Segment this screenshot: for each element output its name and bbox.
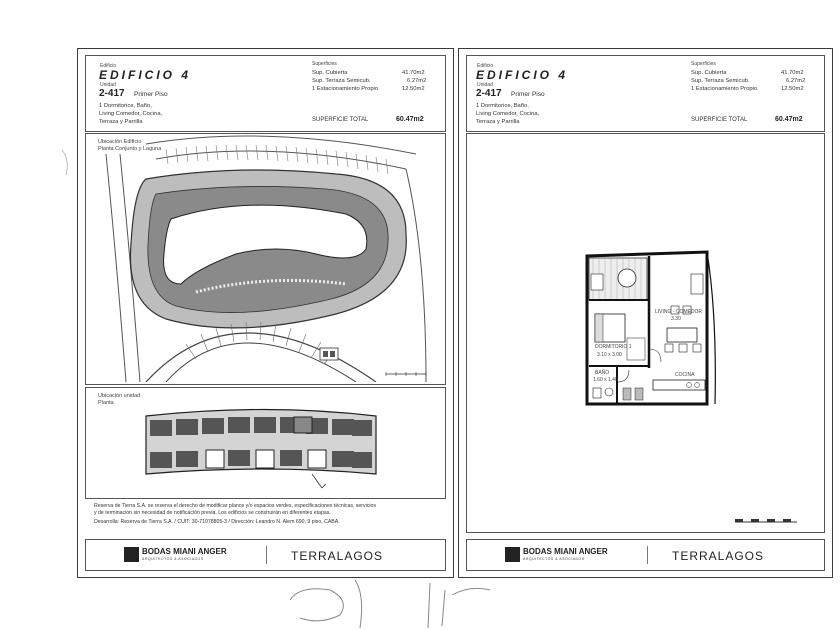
firm-logo xyxy=(124,547,139,562)
developer-info: Desarrolla: Reserva de Tierra S.A. / CUI… xyxy=(94,519,340,525)
superficies-label: Superficies xyxy=(312,61,337,67)
unit-description: 1 Dormitorios, Baño, Living Comedor, Coc… xyxy=(476,102,539,126)
total-label: SUPERFICIE TOTAL xyxy=(691,117,748,123)
site-plan-box: Ubicación Edificio Planta Conjunto y Lag… xyxy=(85,133,446,385)
unit-description: 1 Dormitorios, Baño, Living Comedor, Coc… xyxy=(99,102,162,126)
area-label: 1 Estacionamiento Propio xyxy=(691,86,758,92)
legal-line: Reserva de Tierra S.A. se reserva el der… xyxy=(94,503,376,509)
area-label: Sup. Terraza Semicub. xyxy=(312,78,371,84)
total-value: 60.47m2 xyxy=(775,116,803,123)
legal-notice: Reserva de Tierra S.A. se reserva el der… xyxy=(94,503,444,516)
room-bano-label: BAÑO xyxy=(595,370,610,376)
area-label: Sup. Cubierta xyxy=(312,70,348,76)
room-cocina-label: COCINA xyxy=(675,372,695,378)
unidad-label: Unidad xyxy=(477,82,493,88)
edificio-label: Edificio xyxy=(477,63,494,69)
superficies-label: Superficies xyxy=(691,61,716,67)
area-label: 1 Estacionamiento Propio xyxy=(312,86,379,92)
unidad-label: Unidad xyxy=(100,82,116,88)
area-label: Sup. Terraza Semicub. xyxy=(691,78,750,84)
unit-floor-plan xyxy=(585,250,797,523)
site-plan-sublabel: Planta Conjunto y Laguna xyxy=(98,146,162,152)
firm-subtitle: ARQUITECTOS & ASOCIADOS xyxy=(523,557,585,561)
floor-label: Primer Piso xyxy=(134,91,168,98)
desc-line: 1 Dormitorios, Baño, xyxy=(99,103,152,109)
total-value: 60.47m2 xyxy=(396,116,424,123)
unit-plan-box: LIVING - COMEDOR 3.30 DORMITORIO 1 3.10 … xyxy=(466,133,825,533)
firm-name: BODAS MIANI ANGER xyxy=(523,547,608,556)
area-value: 41.70m2 xyxy=(402,70,425,76)
project-name: TERRALAGOS xyxy=(672,549,765,563)
building-title: EDIFICIO 4 xyxy=(99,68,192,82)
edificio-label: Edificio xyxy=(100,63,117,69)
legal-line: y de terminación sin necesidad de notifi… xyxy=(94,509,331,516)
room-bano-dim: 1.60 x 1.40 xyxy=(593,377,618,383)
footer-box: BODAS MIANI ANGER ARQUITECTOS & ASOCIADO… xyxy=(466,539,825,571)
header-box: Edificio EDIFICIO 4 Unidad 2-417 Primer … xyxy=(466,55,825,132)
area-value: 6.27m2 xyxy=(786,78,806,84)
footer-divider xyxy=(266,546,267,564)
desc-line: Terraza y Parrilla xyxy=(476,119,520,125)
area-value: 41.70m2 xyxy=(781,70,804,76)
room-dorm-label: DORMITORIO 1 xyxy=(595,344,632,350)
firm-logo xyxy=(505,547,520,562)
sheet-left: Edificio EDIFICIO 4 Unidad 2-417 Primer … xyxy=(77,48,454,578)
unit-number: 2-417 xyxy=(476,88,502,99)
sheet-right: Edificio EDIFICIO 4 Unidad 2-417 Primer … xyxy=(458,48,833,578)
area-value: 12.50m2 xyxy=(402,86,425,92)
floor-plan-overview xyxy=(145,408,377,489)
footer-divider xyxy=(647,546,648,564)
floor-label: Primer Piso xyxy=(511,91,545,98)
area-value: 6.27m2 xyxy=(407,78,427,84)
firm-subtitle: ARQUITECTOS & ASOCIADOS xyxy=(142,557,204,561)
footer-box: BODAS MIANI ANGER ARQUITECTOS & ASOCIADO… xyxy=(85,539,446,571)
unit-number: 2-417 xyxy=(99,88,125,99)
unit-location-box: Ubicación unidad Planta xyxy=(85,387,446,499)
total-label: SUPERFICIE TOTAL xyxy=(312,117,369,123)
desc-line: 1 Dormitorios, Baño, xyxy=(476,103,529,109)
firm-name: BODAS MIANI ANGER xyxy=(142,547,227,556)
area-value: 12.50m2 xyxy=(781,86,804,92)
project-name: TERRALAGOS xyxy=(291,549,384,563)
area-label: Sup. Cubierta xyxy=(691,70,727,76)
unit-location-label: Ubicación unidad xyxy=(98,393,141,399)
desc-line: Living Comedor, Cocina, xyxy=(99,111,163,117)
unit-location-sublabel: Planta xyxy=(98,400,114,406)
desc-line: Living Comedor, Cocina, xyxy=(476,111,540,117)
room-dorm-dim: 3.10 x 3.00 xyxy=(597,352,622,358)
building-title: EDIFICIO 4 xyxy=(476,68,569,82)
room-living-dim: 3.30 xyxy=(671,316,681,322)
room-living-label: LIVING - COMEDOR xyxy=(655,309,702,315)
header-box: Edificio EDIFICIO 4 Unidad 2-417 Primer … xyxy=(85,55,446,132)
desc-line: Terraza y Parrilla xyxy=(99,119,143,125)
site-plan-label: Ubicación Edificio xyxy=(98,139,142,145)
site-plan-drawing xyxy=(105,135,427,382)
